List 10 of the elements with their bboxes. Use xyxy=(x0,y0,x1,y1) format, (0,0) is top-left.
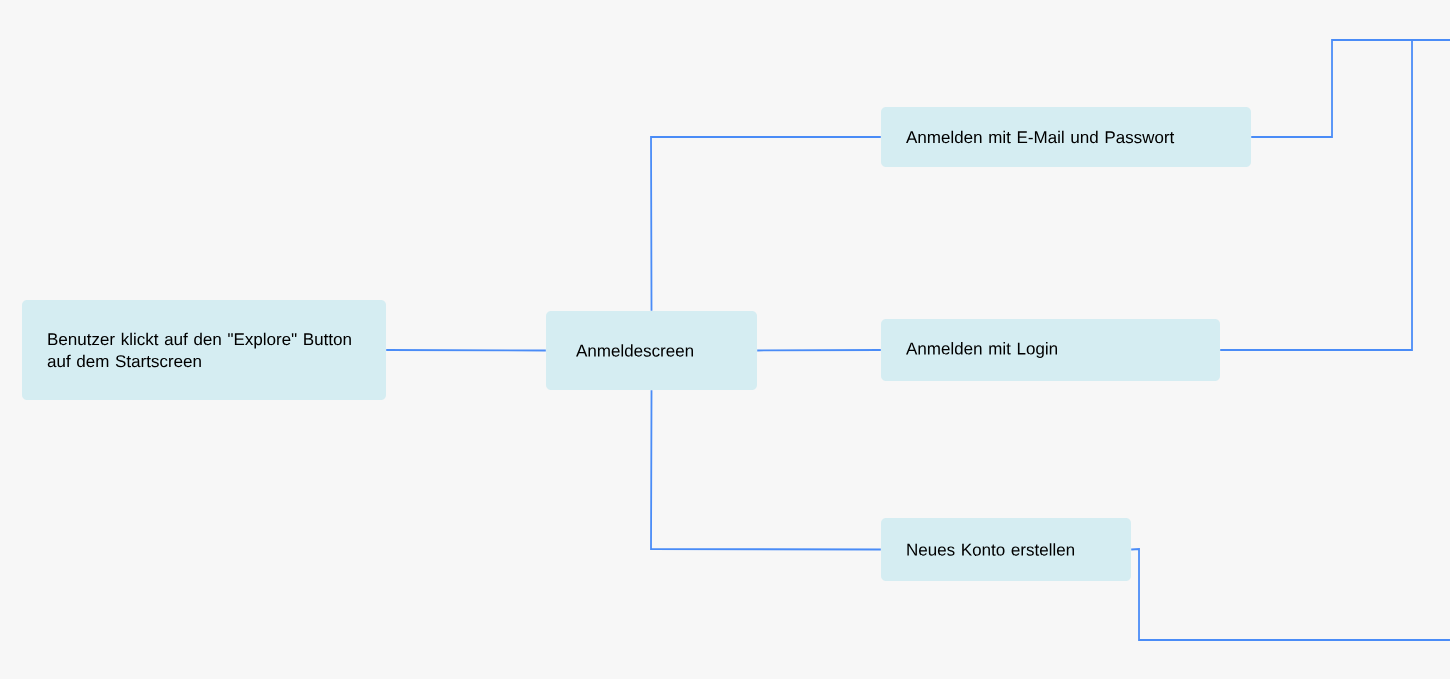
process-box: Anmelden mit E-Mail und Passwort xyxy=(881,107,1251,167)
connector-line xyxy=(756,349,882,352)
process-box: Anmeldescreen xyxy=(546,311,757,390)
connector-line xyxy=(650,389,882,551)
process-box: Neues Konto erstellen xyxy=(881,518,1131,581)
connector-line xyxy=(1130,548,1450,641)
connector-line xyxy=(385,349,547,352)
connector-line xyxy=(650,136,882,312)
process-box: Benutzer klickt auf den "Explore" Button auf dem Startscreen xyxy=(22,300,386,400)
process-box: Anmelden mit Login xyxy=(881,319,1220,381)
